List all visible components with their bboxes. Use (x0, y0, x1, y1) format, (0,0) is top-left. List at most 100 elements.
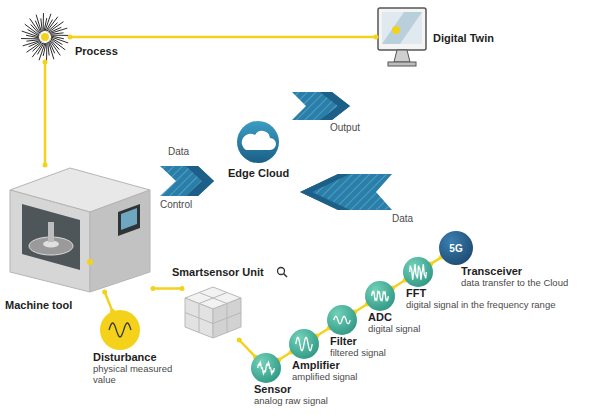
node-label: Edge Cloud (228, 168, 289, 179)
joint-dot (237, 338, 242, 343)
cloud-icon (237, 121, 279, 163)
node-heading: Filter (330, 336, 386, 347)
flow-label: Data (392, 213, 413, 224)
process-icon (50, 28, 67, 33)
process-icon (26, 40, 39, 41)
adc-circle: ADCdigital signal (365, 281, 395, 311)
joint-dot (374, 35, 379, 40)
connector (153, 287, 182, 290)
node-label: Smartsensor Unit (172, 267, 264, 278)
wave-line (334, 316, 351, 324)
wave-line (372, 292, 389, 301)
inner-text-box: 5G (439, 231, 473, 265)
node-label: ADCdigital signal (368, 312, 420, 334)
process-icon (36, 15, 41, 32)
data-chevron (186, 166, 214, 196)
wave-symbol (289, 329, 319, 359)
machine-illustration (87, 259, 93, 265)
process-icon (21, 38, 39, 39)
monitor-icon (382, 12, 422, 44)
wave-symbol (327, 305, 357, 335)
machine-illustration (10, 168, 150, 292)
node-description: digital signal in the frequency range (406, 299, 555, 310)
joint-dot (180, 286, 185, 291)
connector (105, 292, 113, 311)
monitor-icon (378, 8, 426, 50)
magnifier-icon (284, 274, 288, 278)
sensor-unit-cube (213, 313, 241, 324)
process-icon (43, 13, 44, 31)
sensor-unit-cube (199, 293, 227, 304)
node-heading: Amplifier (292, 360, 357, 371)
node-label: Amplifieramplified signal (292, 360, 357, 382)
magnifier-icon (278, 268, 288, 278)
process-icon (51, 35, 69, 36)
smartsensor-node: Smartsensor Unit (182, 285, 244, 340)
cloud-icon (242, 131, 276, 150)
flow-label: Control (160, 199, 192, 210)
node-label: Machine tool (5, 300, 72, 311)
output-chevron (320, 92, 350, 120)
process-icon (50, 41, 60, 56)
process-node: Process (20, 12, 70, 62)
node-description: amplified signal (292, 371, 357, 382)
node-description: filtered signal (330, 347, 386, 358)
node-symbol-text: 5G (449, 243, 462, 254)
wave-line (258, 362, 275, 374)
process-icon (21, 13, 69, 61)
process-icon (48, 42, 49, 55)
node-heading: Digital Twin (433, 33, 494, 44)
fft-circle: FFTdigital signal in the frequency range (403, 257, 433, 287)
node-description: digital signal (368, 323, 420, 334)
monitor-icon (392, 26, 400, 34)
monitor-icon (388, 62, 416, 66)
node-heading: Edge Cloud (228, 168, 289, 179)
process-icon (51, 36, 64, 39)
wave-line (410, 264, 427, 280)
data-chevron (160, 166, 214, 196)
digital-twin-node: Digital Twin (376, 6, 428, 76)
process-icon (49, 22, 64, 32)
sensor-unit-cube (199, 293, 227, 304)
wave-symbol (251, 353, 281, 383)
node-heading: ADC (368, 312, 420, 323)
sensor-unit-cube (185, 313, 213, 324)
connector (44, 62, 47, 165)
machine-illustration (90, 190, 150, 292)
filter-circle: Filterfiltered signal (327, 305, 357, 335)
monitor-icon (394, 50, 410, 62)
wave-symbol (365, 281, 395, 311)
machine-illustration (22, 204, 80, 270)
magnifier-icon (278, 268, 285, 275)
process-icon (23, 41, 40, 46)
node-heading: Sensor (254, 384, 328, 395)
node-label: Digital Twin (433, 33, 494, 44)
wave-symbol (100, 310, 140, 350)
joint-dot (43, 60, 48, 65)
node-description: analog raw signal (254, 395, 328, 406)
sensor-circle: Sensoranalog raw signal (251, 353, 281, 383)
cloud-icon (237, 121, 279, 163)
wave-line (296, 337, 313, 351)
output-chevron (292, 92, 350, 120)
process-icon (41, 18, 42, 31)
process-icon (27, 42, 42, 52)
flow-label: Output (330, 122, 360, 133)
joint-dot (43, 163, 48, 168)
connector (70, 36, 376, 39)
edge-cloud-node: Edge Cloud (236, 120, 280, 164)
node-description: physical measured value (93, 363, 185, 385)
connector (239, 340, 255, 357)
node-description: data transfer to the Cloud (461, 277, 568, 288)
node-label: Filterfiltered signal (330, 336, 386, 358)
disturbance-circle: Disturbancephysical measured value (100, 310, 140, 350)
output-chevron (292, 92, 350, 120)
sensor-unit-cube (185, 287, 241, 338)
wave-line (109, 323, 131, 337)
process-icon (30, 19, 40, 34)
machine-illustration (118, 204, 140, 236)
joint-dot (151, 286, 156, 291)
node-label: Process (75, 46, 118, 57)
node-heading: Smartsensor Unit (172, 267, 264, 278)
